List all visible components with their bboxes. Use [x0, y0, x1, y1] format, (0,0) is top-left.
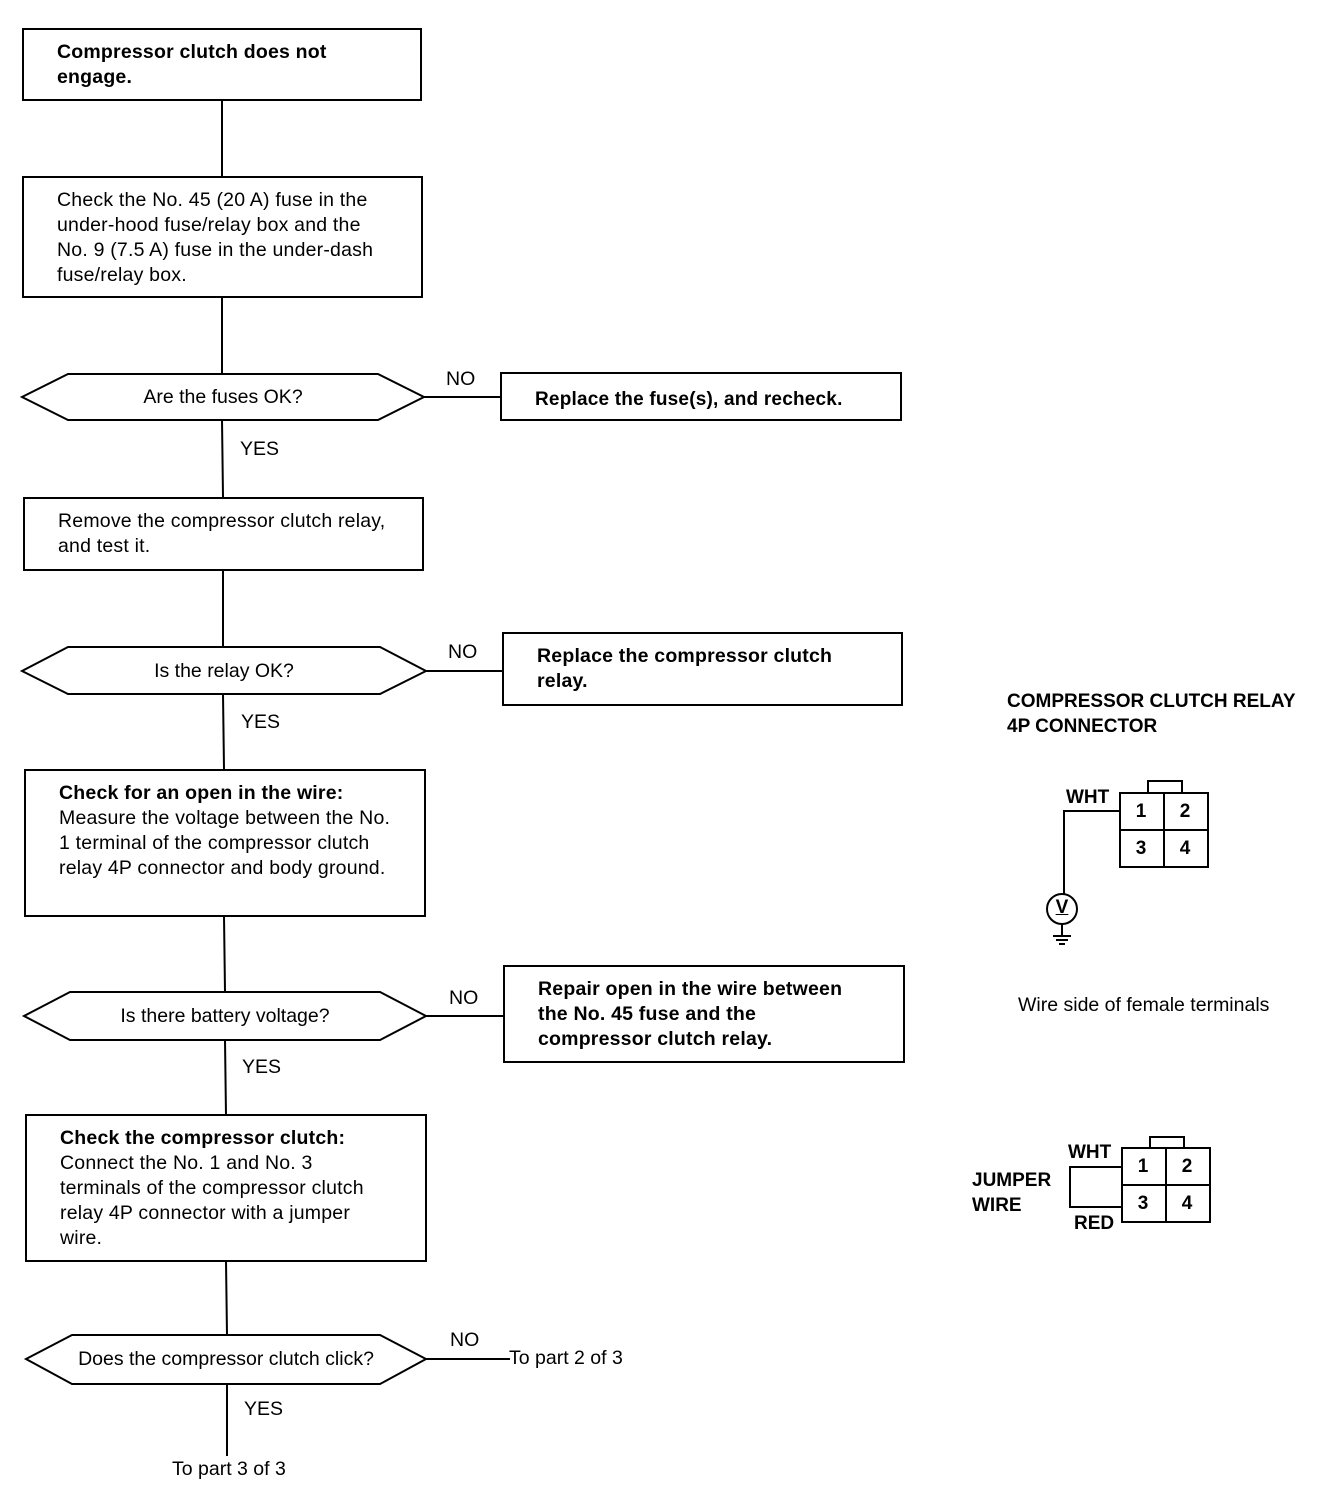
- action-text: Replace the fuse(s), and recheck.: [535, 389, 843, 410]
- decision-shape: [19, 646, 429, 695]
- to-part-2: To part 2 of 3: [509, 1347, 623, 1369]
- pin-1: 1: [1135, 801, 1147, 822]
- step-text: Measure the voltage between the No. 1 te…: [59, 807, 391, 879]
- flow-line: [223, 915, 226, 993]
- wire-color-wht: WHT: [1068, 1142, 1112, 1163]
- action-text: Repair open in the wire between the No. …: [538, 978, 843, 1050]
- step-box-symptom: Compressor clutch does not engage.: [22, 28, 422, 101]
- pin-1: 1: [1137, 1156, 1149, 1177]
- action-box-replace-fuses: Replace the fuse(s), and recheck.: [500, 372, 902, 421]
- decision-shape: [21, 991, 429, 1041]
- pin-3: 3: [1135, 838, 1147, 859]
- wire-color-red: RED: [1074, 1213, 1115, 1234]
- connector-title-line1: COMPRESSOR CLUTCH RELAY: [1007, 691, 1296, 712]
- step-box-check-clutch: Check the compressor clutch: Connect the…: [25, 1114, 427, 1262]
- pin-4: 4: [1181, 1193, 1193, 1214]
- connector-title-line2: 4P CONNECTOR: [1007, 716, 1158, 737]
- step-box-check-open: Check for an open in the wire: Measure t…: [24, 769, 426, 917]
- step-box-test-relay: Remove the compressor clutch relay, and …: [23, 497, 424, 571]
- flow-line: [222, 693, 225, 770]
- action-box-replace-relay: Replace the compressor clutch relay.: [502, 632, 903, 706]
- step-text: Compressor clutch does not engage.: [57, 41, 327, 88]
- step-heading: Check for an open in the wire:: [59, 782, 344, 804]
- connector-lock-tab: [1147, 780, 1183, 793]
- flow-line: [225, 1260, 228, 1336]
- probe-wire: [1063, 810, 1120, 895]
- wire-color-wht: WHT: [1066, 787, 1110, 808]
- flow-line: [224, 1039, 227, 1117]
- flow-line: [221, 419, 224, 498]
- decision-relay-ok: Is the relay OK?: [154, 660, 294, 682]
- yes-label: YES: [242, 1056, 282, 1078]
- step-box-check-fuses: Check the No. 45 (20 A) fuse in the unde…: [22, 176, 423, 298]
- decision-battery-voltage: Is there battery voltage?: [120, 1005, 330, 1027]
- pin-2: 2: [1181, 1156, 1193, 1177]
- decision-clutch-click: Does the compressor clutch click?: [78, 1348, 374, 1370]
- yes-label: YES: [240, 438, 280, 460]
- step-text: Connect the No. 1 and No. 3 terminals of…: [60, 1152, 364, 1249]
- pin-3: 3: [1137, 1193, 1149, 1214]
- no-label: NO: [446, 368, 476, 390]
- no-label: NO: [449, 987, 479, 1009]
- pin-4: 4: [1179, 838, 1191, 859]
- jumper-label-line1: JUMPER: [972, 1170, 1052, 1191]
- connector-caption: Wire side of female terminals: [1018, 994, 1270, 1016]
- decision-shape: [19, 373, 427, 421]
- connector-lock-tab: [1149, 1136, 1185, 1148]
- step-heading: Check the compressor clutch:: [60, 1127, 346, 1149]
- pin-2: 2: [1179, 801, 1191, 822]
- no-label: NO: [448, 641, 478, 663]
- yes-label: YES: [244, 1398, 284, 1420]
- action-box-repair-open: Repair open in the wire between the No. …: [503, 965, 905, 1063]
- decision-shape: [23, 1334, 429, 1385]
- action-text: Replace the compressor clutch relay.: [537, 645, 833, 692]
- step-text: Remove the compressor clutch relay, and …: [58, 510, 386, 557]
- yes-label: YES: [241, 711, 281, 733]
- step-text: Check the No. 45 (20 A) fuse in the unde…: [57, 189, 374, 286]
- decision-fuses-ok: Are the fuses OK?: [143, 386, 303, 408]
- voltmeter-icon: V: [1055, 897, 1069, 918]
- to-part-3: To part 3 of 3: [172, 1458, 286, 1480]
- no-label: NO: [450, 1329, 480, 1351]
- jumper-wire: [1069, 1166, 1122, 1208]
- jumper-label-line2: WIRE: [972, 1195, 1022, 1216]
